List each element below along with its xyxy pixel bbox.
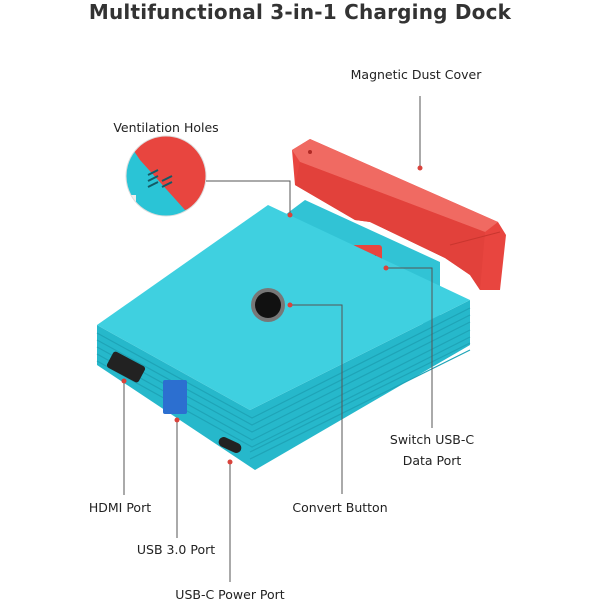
dust-cover-image xyxy=(292,139,506,290)
label-hdmi: HDMI Port xyxy=(88,500,152,515)
label-ventilation: Ventilation Holes xyxy=(113,120,219,135)
label-switch-port-line1: Switch USB-C xyxy=(389,432,475,447)
usb3-port-image xyxy=(163,380,187,414)
label-switch-port: Switch USB-C Data Port xyxy=(390,429,474,471)
label-convert: Convert Button xyxy=(292,500,388,515)
label-dust-cover: Magnetic Dust Cover xyxy=(350,67,482,82)
label-switch-port-line2: Data Port xyxy=(402,453,462,468)
label-usb3: USB 3.0 Port xyxy=(136,542,216,557)
label-usbc-power: USB-C Power Port xyxy=(175,587,285,602)
page-title: Multifunctional 3-in-1 Charging Dock xyxy=(88,0,512,24)
hdmi-port-image xyxy=(106,351,146,383)
ventilation-inset-image xyxy=(125,135,207,217)
usbc-port-image xyxy=(218,437,242,453)
dock-body-image xyxy=(96,200,471,470)
